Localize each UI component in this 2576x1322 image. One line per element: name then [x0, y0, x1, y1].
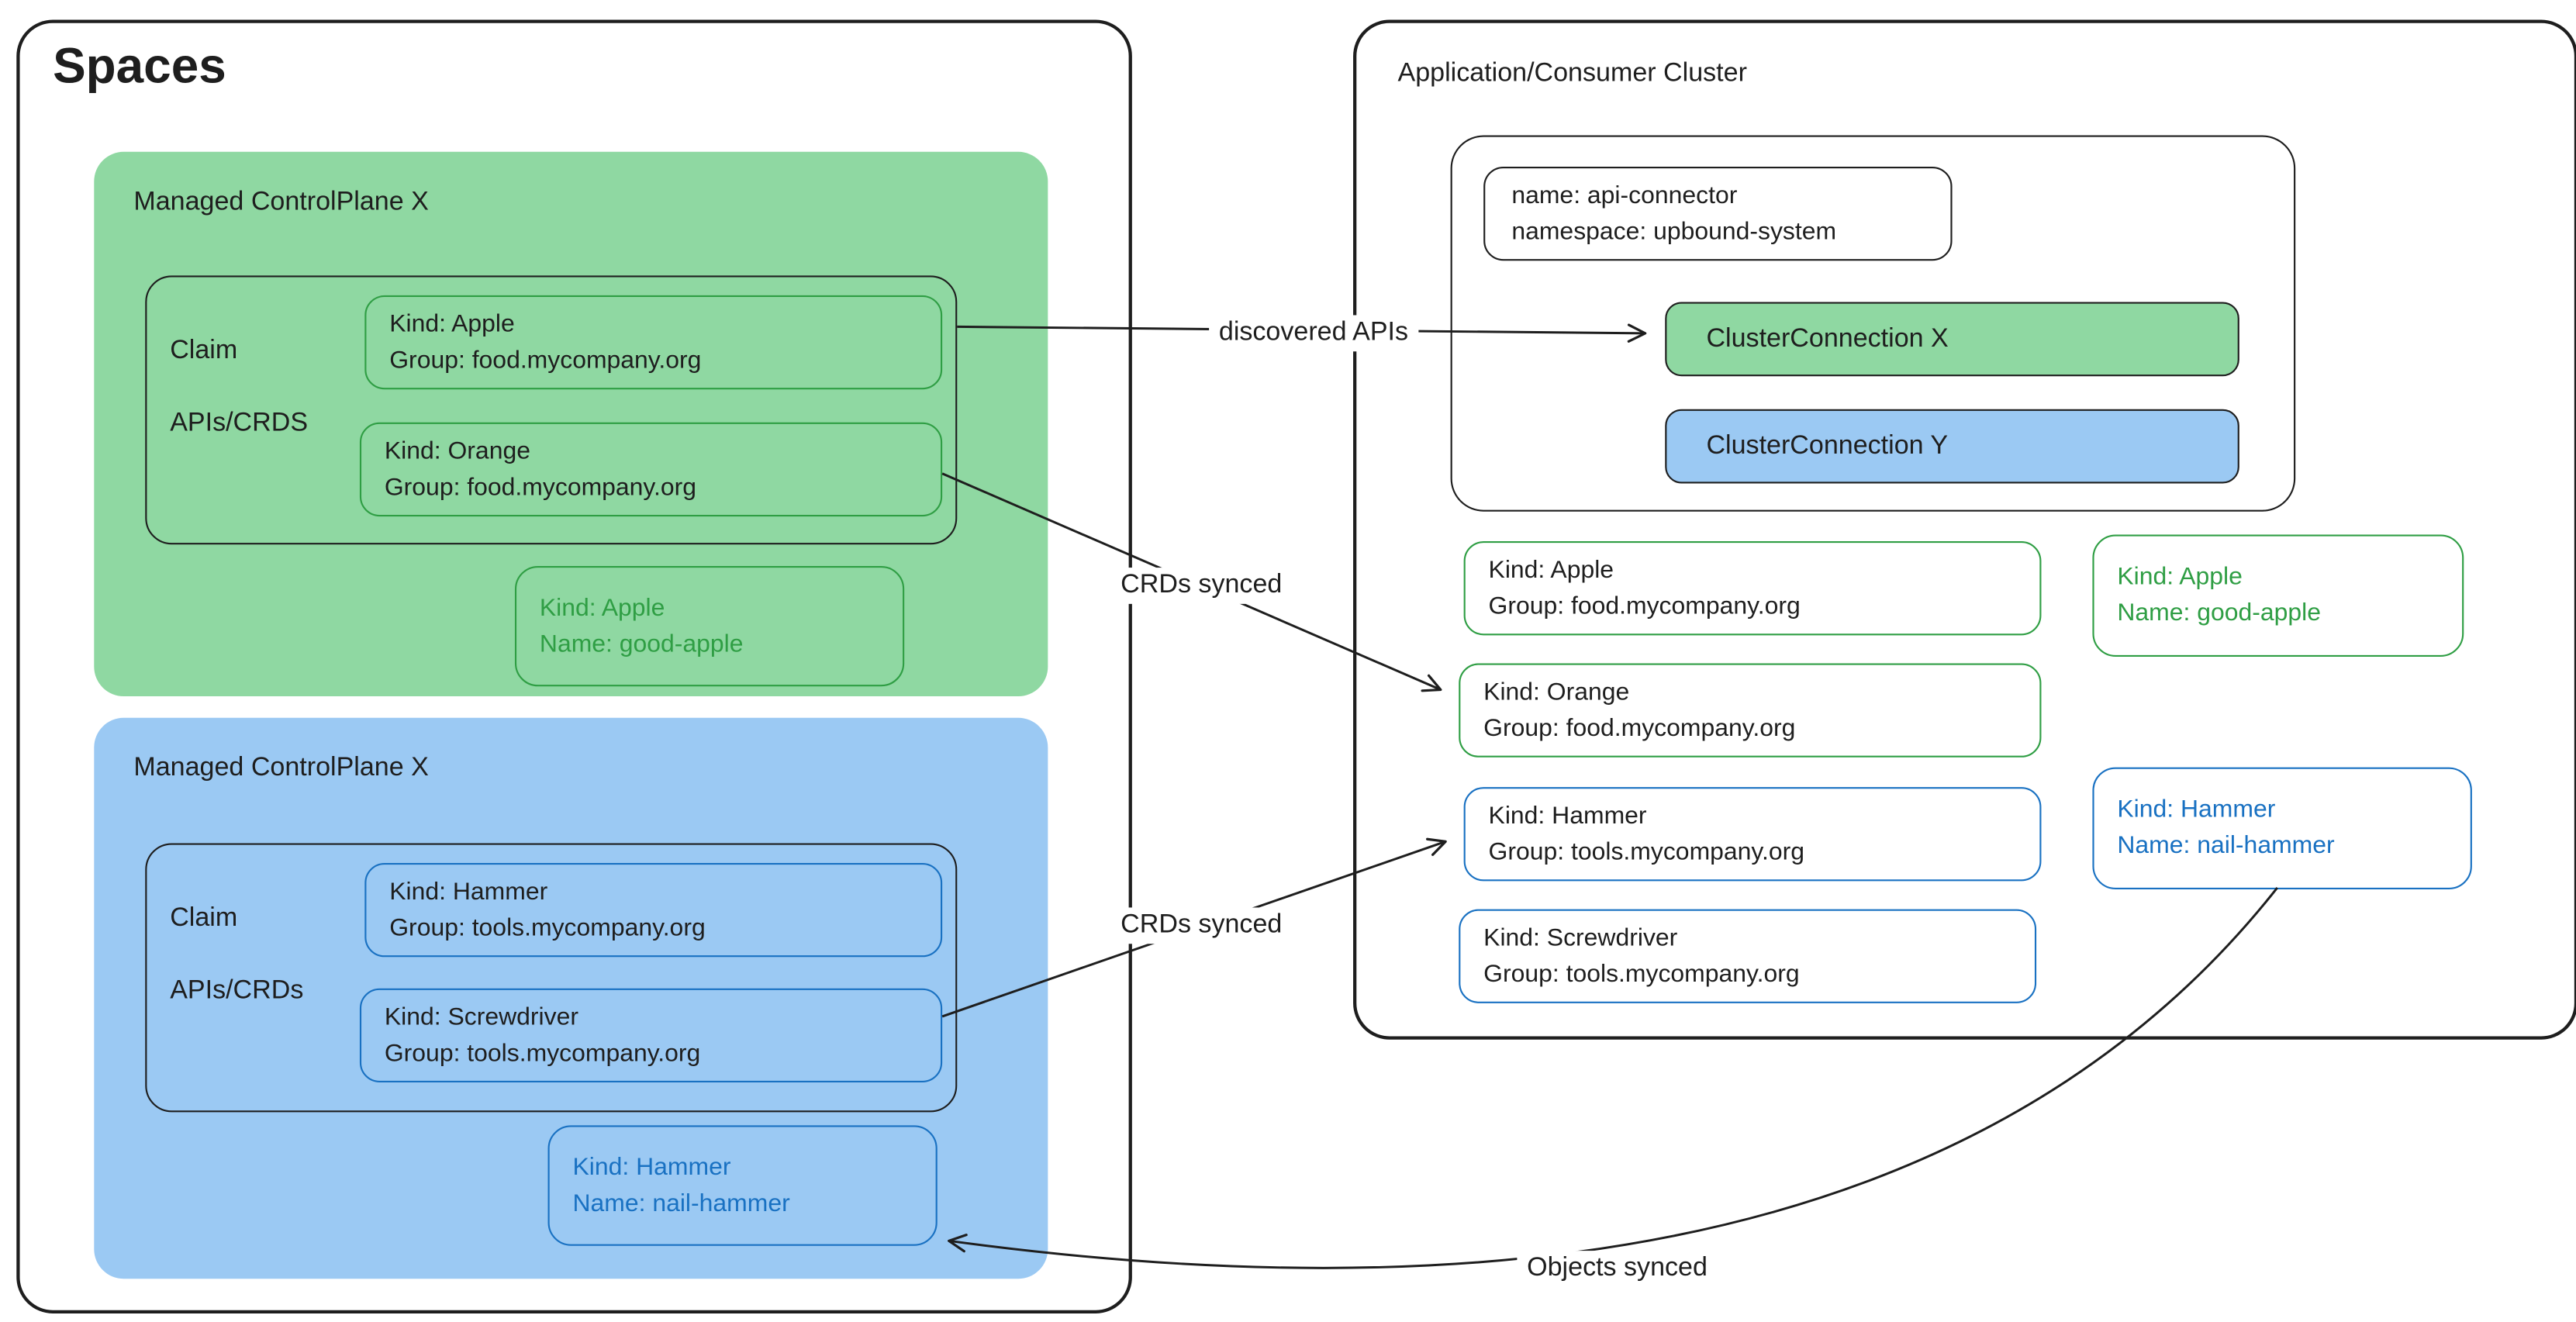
- api-connector-name: name: api-connector: [1511, 181, 1738, 209]
- synced-crd-hammer: Kind: Hammer Group: tools.mycompany.org: [1463, 787, 2042, 882]
- object-card-nail-hammer-left: Kind: Hammer Name: nail-hammer: [547, 1125, 938, 1246]
- cluster-connection-x: ClusterConnection X: [1665, 302, 2239, 377]
- spaces-title: Spaces: [53, 40, 226, 95]
- claim-apis-label-green: Claim APIs/CRDS: [170, 297, 308, 442]
- nail-hammer-kind: Kind: Hammer: [572, 1152, 731, 1181]
- synced-crd-apple: Kind: Apple Group: food.mycompany.org: [1463, 541, 2042, 636]
- api-connector-box: name: api-connector namespace: upbound-s…: [1450, 135, 2296, 512]
- claim-apis-box-green: Claim APIs/CRDS Kind: Apple Group: food.…: [145, 275, 958, 545]
- synced-crd-hammer-kind: Kind: Hammer: [1488, 801, 1647, 830]
- synced-good-apple-kind: Kind: Apple: [2117, 562, 2243, 591]
- label-objects-synced: Objects synced: [1517, 1251, 1718, 1287]
- synced-crd-hammer-group: Group: tools.mycompany.org: [1488, 837, 1805, 866]
- good-apple-kind: Kind: Apple: [539, 593, 665, 622]
- cluster-connection-x-label: ClusterConnection X: [1706, 324, 1949, 353]
- api-connector-namespace: namespace: upbound-system: [1511, 216, 1837, 246]
- crd-card-orange: Kind: Orange Group: food.mycompany.org: [359, 422, 943, 517]
- crd-card-orange-group: Group: food.mycompany.org: [384, 472, 697, 501]
- synced-crd-orange-kind: Kind: Orange: [1483, 677, 1630, 706]
- synced-crd-orange-group: Group: food.mycompany.org: [1483, 713, 1796, 742]
- crd-card-screwdriver-kind: Kind: Screwdriver: [384, 1002, 578, 1030]
- synced-crd-screwdriver: Kind: Screwdriver Group: tools.mycompany…: [1459, 909, 2037, 1003]
- spaces-container: Spaces Managed ControlPlane X Claim APIs…: [16, 19, 1132, 1313]
- claim-label-line2: APIs/CRDs: [170, 976, 304, 1006]
- managed-controlplane-green: Managed ControlPlane X Claim APIs/CRDS K…: [94, 151, 1048, 697]
- crd-card-hammer: Kind: Hammer Group: tools.mycompany.org: [364, 862, 943, 958]
- managed-controlplane-blue-title: Managed ControlPlane X: [133, 754, 429, 782]
- crd-card-screwdriver-group: Group: tools.mycompany.org: [384, 1038, 701, 1067]
- synced-crd-orange: Kind: Orange Group: food.mycompany.org: [1459, 663, 2042, 758]
- claim-label-line2: APIs/CRDS: [170, 409, 309, 437]
- nail-hammer-name: Name: nail-hammer: [572, 1189, 790, 1217]
- good-apple-name: Name: good-apple: [539, 629, 744, 658]
- crd-card-hammer-group: Group: tools.mycompany.org: [389, 913, 706, 942]
- synced-object-good-apple: Kind: Apple Name: good-apple: [2092, 534, 2464, 657]
- crd-card-screwdriver: Kind: Screwdriver Group: tools.mycompany…: [359, 988, 943, 1083]
- crd-card-apple: Kind: Apple Group: food.mycompany.org: [364, 295, 943, 390]
- label-crds-synced-top: CRDs synced: [1110, 568, 1293, 604]
- claim-apis-label-blue: Claim APIs/CRDs: [170, 865, 303, 1010]
- synced-nail-hammer-name: Name: nail-hammer: [2117, 831, 2335, 860]
- crd-card-apple-group: Group: food.mycompany.org: [389, 345, 702, 375]
- synced-crd-apple-kind: Kind: Apple: [1488, 555, 1614, 584]
- cluster-connection-y: ClusterConnection Y: [1665, 409, 2239, 484]
- synced-good-apple-name: Name: good-apple: [2117, 599, 2322, 627]
- crd-card-orange-kind: Kind: Orange: [384, 436, 530, 465]
- claim-label-line1: Claim: [170, 904, 238, 933]
- synced-crd-screwdriver-group: Group: tools.mycompany.org: [1483, 959, 1800, 988]
- api-connector-meta: name: api-connector namespace: upbound-s…: [1483, 166, 1953, 261]
- synced-crd-screwdriver-kind: Kind: Screwdriver: [1483, 923, 1678, 951]
- cluster-connection-y-label: ClusterConnection Y: [1706, 431, 1949, 460]
- synced-nail-hammer-kind: Kind: Hammer: [2117, 795, 2276, 823]
- label-discovered-apis: discovered APIs: [1209, 315, 1418, 352]
- synced-object-nail-hammer: Kind: Hammer Name: nail-hammer: [2092, 767, 2472, 890]
- crd-card-hammer-kind: Kind: Hammer: [389, 877, 548, 906]
- synced-crd-apple-group: Group: food.mycompany.org: [1488, 591, 1801, 620]
- managed-controlplane-blue: Managed ControlPlane X Claim APIs/CRDs K…: [94, 717, 1048, 1279]
- label-crds-synced-bottom: CRDs synced: [1110, 907, 1293, 944]
- consumer-cluster-title: Application/Consumer Cluster: [1397, 59, 1747, 88]
- claim-label-line1: Claim: [170, 337, 238, 365]
- claim-apis-box-blue: Claim APIs/CRDs Kind: Hammer Group: tool…: [145, 843, 958, 1113]
- consumer-cluster-container: Application/Consumer Cluster name: api-c…: [1353, 19, 2576, 1040]
- object-card-good-apple-left: Kind: Apple Name: good-apple: [514, 565, 905, 687]
- managed-controlplane-green-title: Managed ControlPlane X: [133, 188, 429, 216]
- crd-card-apple-kind: Kind: Apple: [389, 309, 515, 338]
